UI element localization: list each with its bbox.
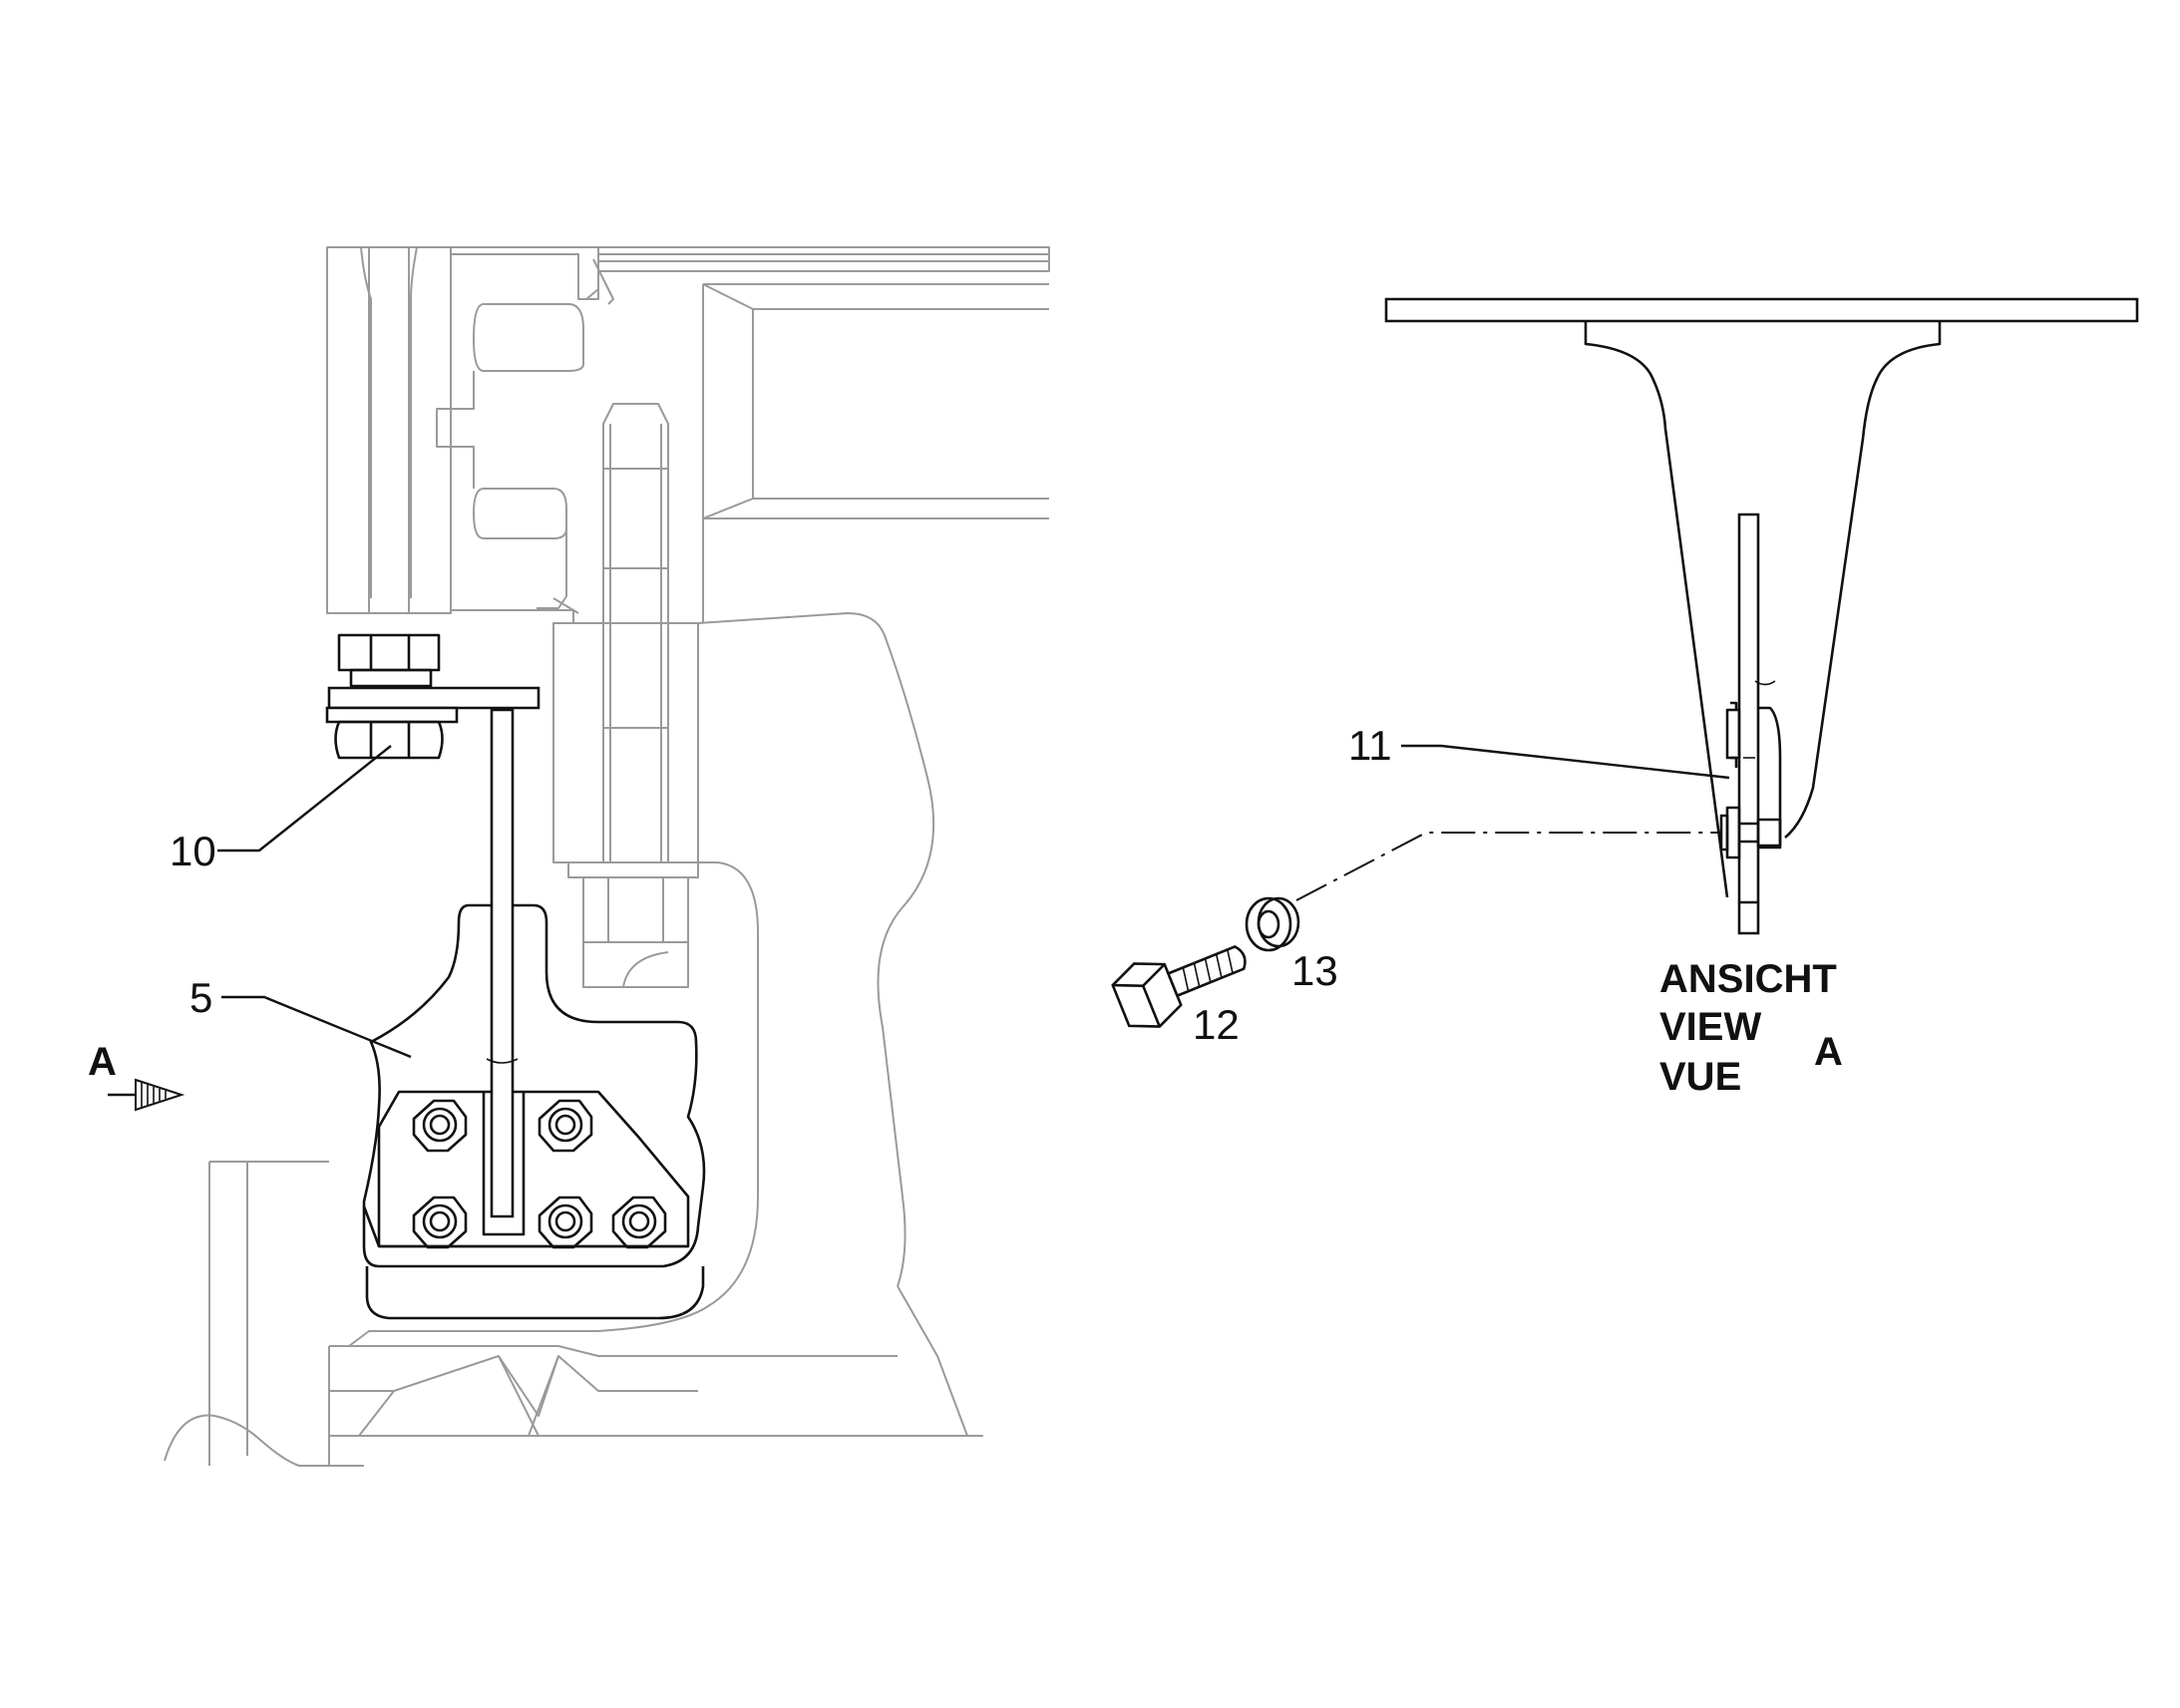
view-arrow-letter: A [88, 1040, 117, 1084]
callout-label-5: 5 [189, 974, 212, 1021]
view-caption-line3: VUE [1659, 1055, 1741, 1099]
view-caption: ANSICHT VIEW VUE A [1659, 957, 1843, 1099]
callout-label-10: 10 [170, 828, 216, 874]
callout-label-13: 13 [1291, 947, 1338, 994]
view-caption-letter: A [1814, 1030, 1843, 1074]
view-caption-line1: ANSICHT [1659, 957, 1837, 1001]
bolt-heads [412, 1099, 667, 1249]
washer-13 [1245, 896, 1300, 952]
callout-11: 11 [1348, 722, 1730, 780]
view-caption-line2: VIEW [1659, 1005, 1761, 1049]
assembly-centerline [1295, 832, 1722, 901]
bolt-12 [1111, 944, 1247, 1028]
callout-label-11: 11 [1348, 722, 1392, 769]
callout-5: 5 [189, 974, 412, 1059]
nut-10 [325, 633, 541, 760]
machine-frame [164, 246, 1050, 1467]
view-arrow-a: A [88, 1040, 185, 1112]
view-a-detail [1384, 297, 2139, 935]
callout-10: 10 [170, 745, 392, 874]
callout-label-12: 12 [1193, 1001, 1240, 1048]
